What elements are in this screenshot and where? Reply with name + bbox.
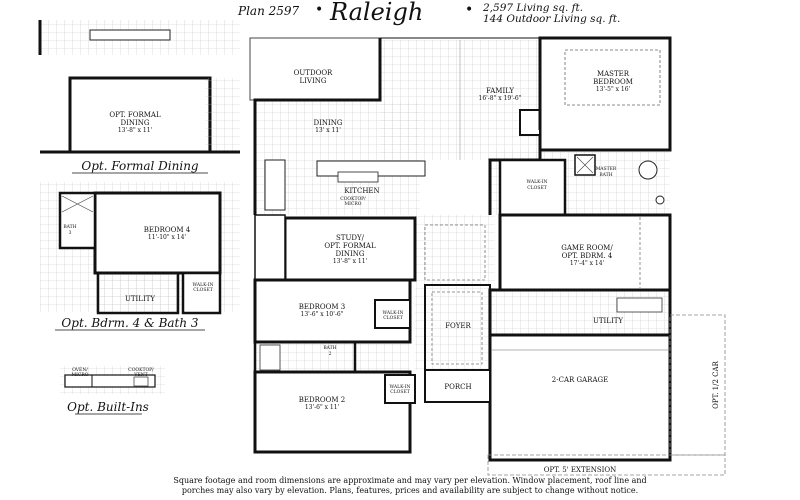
label-cooktop: COOKTOP/ [128, 367, 154, 373]
master-bedroom-label: BEDROOM [593, 78, 633, 86]
outdoor-sqft: 144 Outdoor Living sq. ft. [483, 13, 621, 25]
bedroom3-label: BEDROOM 3 [299, 303, 345, 311]
room-label: BATH [63, 224, 76, 230]
plan-name: Raleigh [330, 0, 424, 26]
walkin-closet-label: WALK-IN [383, 310, 404, 316]
room-label: DINING [121, 119, 150, 127]
walkin-closet-label: CLOSET [383, 315, 403, 321]
inset-caption: Opt. Bdrm. 4 & Bath 3 [61, 316, 198, 330]
inset-formal-dining: OPT. FORMAL DINING 13'-8" x 11' Opt. For… [38, 20, 240, 174]
room-label: WALK-IN [193, 282, 214, 288]
master-bath-label: BATH [599, 172, 612, 178]
inset-built-ins: OVEN/ MICRO COOKTOP/ VENT Opt. Built-Ins [60, 366, 165, 415]
disclaimer-line: Square footage and room dimensions are a… [173, 476, 647, 485]
outdoor-living-label: LIVING [300, 77, 327, 85]
dining-dimensions: 13' x 11' [315, 127, 341, 134]
inset-bedroom4-bath3: BATH 3 BEDROOM 4 11'-10" x 14' UTILITY W… [40, 182, 240, 331]
room-dimensions: 11'-10" x 14' [148, 234, 187, 241]
room-label: UTILITY [125, 295, 155, 303]
label-vent: VENT [133, 372, 147, 378]
game-room-label: OPT. BDRM. 4 [562, 252, 613, 260]
opt-extension-label: OPT. 5' EXTENSION [544, 466, 617, 474]
study-dimensions: 13'-8" x 11' [333, 258, 368, 265]
family-label: FAMILY [486, 87, 514, 95]
bath2-label: BATH [323, 345, 336, 351]
study-label: STUDY/ [336, 234, 365, 242]
walkin-closet-label: CLOSET [390, 389, 410, 395]
room-labels: OUTDOOR LIVING DINING 13' x 11' KITCHEN … [294, 69, 720, 474]
label-oven: OVEN/ [72, 367, 88, 373]
micro-label: MICRO [345, 201, 362, 207]
walkin-closet-label: WALK-IN [527, 179, 548, 185]
separator: • [315, 2, 324, 18]
master-bedroom-dimensions: 13'-5" x 16' [596, 86, 631, 93]
cooktop-label: COOKTOP/ [340, 196, 366, 202]
game-room-label: GAME ROOM/ [561, 244, 613, 252]
study-label: OPT. FORMAL [324, 242, 376, 250]
walkin-closet-label: CLOSET [527, 185, 547, 191]
garage-label: 2-CAR GARAGE [552, 376, 608, 384]
inset-caption: Opt. Built-Ins [67, 400, 149, 414]
room-label: OPT. FORMAL [109, 111, 161, 119]
dining-label: DINING [314, 119, 343, 127]
separator: • [465, 2, 474, 18]
family-dimensions: 16'-8" x 19'-6" [479, 95, 522, 102]
outdoor-living-label: OUTDOOR [294, 69, 333, 77]
main-floor-plan [249, 36, 726, 476]
utility-label: UTILITY [593, 317, 623, 325]
room-label: BEDROOM 4 [144, 226, 191, 234]
plan-number: Plan 2597 [238, 4, 300, 18]
room-dimensions: 13'-8" x 11' [118, 127, 153, 134]
square-footage: 2,597 Living sq. ft. 144 Outdoor Living … [483, 3, 620, 25]
bath2-label: 2 [329, 351, 332, 357]
bedroom2-dimensions: 13'-6" x 11' [305, 404, 340, 411]
room-label: 3 [69, 230, 72, 236]
bedroom3-dimensions: 13'-6" x 10'-6" [301, 311, 344, 318]
walkin-closet-label: WALK-IN [390, 384, 411, 390]
kitchen-label: KITCHEN [344, 187, 379, 195]
study-label: DINING [336, 250, 365, 258]
room-label: CLOSET [193, 287, 213, 293]
master-bedroom-label: MASTER [597, 70, 630, 78]
disclaimer-line: porches may also vary by elevation. Plan… [181, 486, 639, 495]
foyer-label: FOYER [445, 322, 471, 330]
game-room-dimensions: 17'-4" x 14' [570, 260, 605, 267]
disclaimer: Square footage and room dimensions are a… [140, 476, 680, 496]
label-micro: MICRO [72, 372, 89, 378]
master-bath-label: MASTER [596, 166, 617, 172]
plan-header: Plan 2597 • Raleigh • 2,597 Living sq. f… [0, 0, 800, 30]
bedroom2-label: BEDROOM 2 [299, 396, 345, 404]
opt-half-car-label: OPT. 1/2 CAR [712, 360, 720, 408]
porch-label: PORCH [444, 383, 471, 391]
living-sqft: 2,597 Living sq. ft. [483, 2, 584, 14]
inset-caption: Opt. Formal Dining [81, 159, 199, 173]
